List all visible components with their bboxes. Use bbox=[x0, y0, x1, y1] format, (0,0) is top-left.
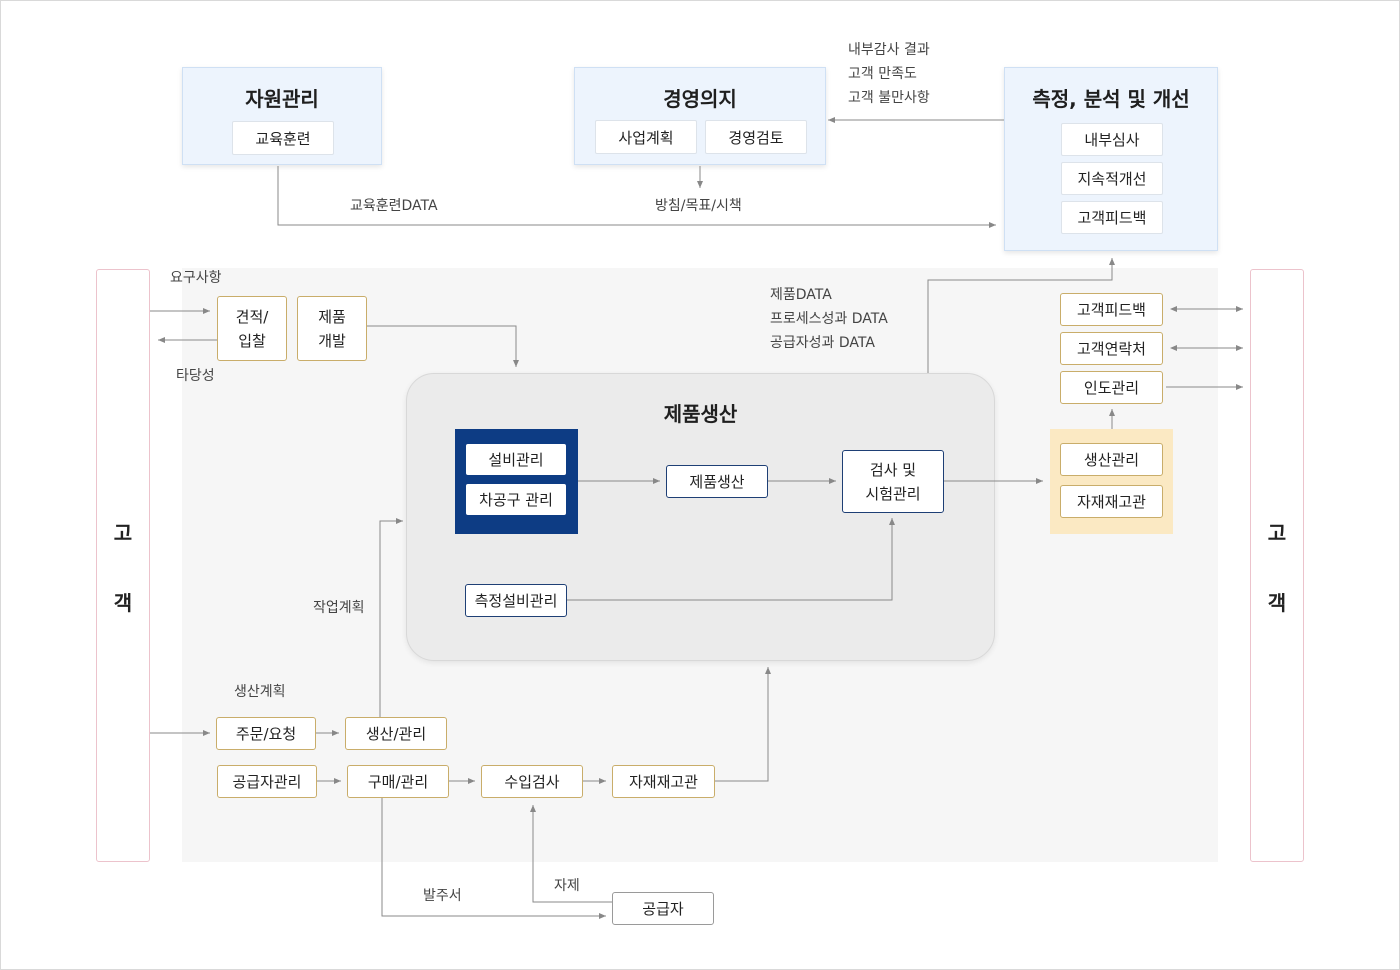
customer-left-char2: 객 bbox=[113, 591, 133, 615]
measurement-panel: 측정, 분석 및 개선 내부심사 지속적개선 고객피드백 bbox=[1004, 67, 1218, 251]
label-work-plan: 작업계획 bbox=[313, 600, 365, 616]
estimate-line1: 견적/ bbox=[235, 307, 269, 326]
measurement-item-improve: 지속적개선 bbox=[1061, 162, 1163, 195]
note-satisfaction: 고객 만족도 bbox=[848, 66, 917, 82]
label-process-data: 프로세스성과 DATA bbox=[770, 311, 888, 327]
label-policy: 방침/목표/시책 bbox=[655, 198, 742, 214]
measurement-item-feedback: 고객피드백 bbox=[1061, 201, 1163, 234]
product-dev-line1: 제품 bbox=[318, 307, 346, 326]
measurement-title: 측정, 분석 및 개선 bbox=[1032, 87, 1190, 111]
label-training-data: 교육훈련DATA bbox=[350, 198, 438, 214]
production-title: 제품생산 bbox=[663, 402, 738, 426]
product-dev-box: 제품 개발 bbox=[297, 296, 367, 361]
note-complaints: 고객 불만사항 bbox=[848, 90, 930, 106]
delivery-box: 인도관리 bbox=[1060, 371, 1163, 404]
measure-equipment-box: 측정설비관리 bbox=[465, 584, 567, 617]
label-requirements: 요구사항 bbox=[170, 270, 222, 286]
management-panel: 경영의지 사업계획 경영검토 bbox=[574, 67, 826, 165]
order-box: 주문/요청 bbox=[216, 717, 316, 750]
inspection-line2: 시험관리 bbox=[865, 484, 921, 503]
management-item-review: 경영검토 bbox=[705, 120, 807, 154]
product-dev-line2: 개발 bbox=[318, 331, 346, 350]
inventory-right-box: 자재재고관 bbox=[1060, 485, 1163, 518]
supplier-box: 공급자 bbox=[612, 892, 714, 925]
customer-right-char1: 고 bbox=[1267, 521, 1287, 545]
resource-item-training: 교육훈련 bbox=[232, 121, 334, 155]
label-supplier-data: 공급자성과 DATA bbox=[770, 335, 875, 351]
product-production-box: 제품생산 bbox=[666, 465, 768, 498]
tool-mgmt: 차공구 관리 bbox=[466, 484, 566, 515]
resource-panel: 자원관리 교육훈련 bbox=[182, 67, 382, 165]
inspection-line1: 검사 및 bbox=[869, 460, 917, 479]
estimate-line2: 입찰 bbox=[238, 331, 266, 350]
prod-mgmt-box: 생산/관리 bbox=[345, 717, 447, 750]
label-validity: 타당성 bbox=[176, 368, 215, 384]
label-production-plan: 생산계획 bbox=[234, 684, 286, 700]
label-material: 자제 bbox=[554, 878, 580, 894]
label-product-data: 제품DATA bbox=[770, 287, 832, 303]
note-internal-audit: 내부감사 결과 bbox=[848, 42, 930, 58]
production-mgmt-group: 생산관리 자재재고관 bbox=[1050, 429, 1173, 534]
equipment-group: 설비관리 차공구 관리 bbox=[455, 429, 578, 534]
customer-left: 고 객 bbox=[96, 269, 150, 862]
feedback-box: 고객피드백 bbox=[1060, 293, 1163, 326]
management-title: 경영의지 bbox=[663, 87, 737, 111]
management-item-plan: 사업계획 bbox=[595, 120, 697, 154]
customer-right: 고 객 bbox=[1250, 269, 1304, 862]
production-mgmt-box: 생산관리 bbox=[1060, 443, 1163, 476]
customer-right-char2: 객 bbox=[1267, 591, 1287, 615]
label-order-issue: 발주서 bbox=[423, 888, 462, 904]
supplier-mgmt-box: 공급자관리 bbox=[217, 765, 317, 798]
resource-title: 자원관리 bbox=[245, 87, 319, 111]
customer-left-char1: 고 bbox=[113, 521, 133, 545]
equipment-mgmt: 설비관리 bbox=[466, 444, 566, 475]
measurement-item-audit: 내부심사 bbox=[1061, 123, 1163, 156]
contact-box: 고객연락처 bbox=[1060, 332, 1163, 365]
inspection-box: 검사 및 시험관리 bbox=[842, 450, 944, 513]
estimate-bid-box: 견적/ 입찰 bbox=[217, 296, 287, 361]
purchase-box: 구매/관리 bbox=[347, 765, 449, 798]
inventory-box: 자재재고관 bbox=[612, 765, 715, 798]
incoming-box: 수입검사 bbox=[481, 765, 583, 798]
